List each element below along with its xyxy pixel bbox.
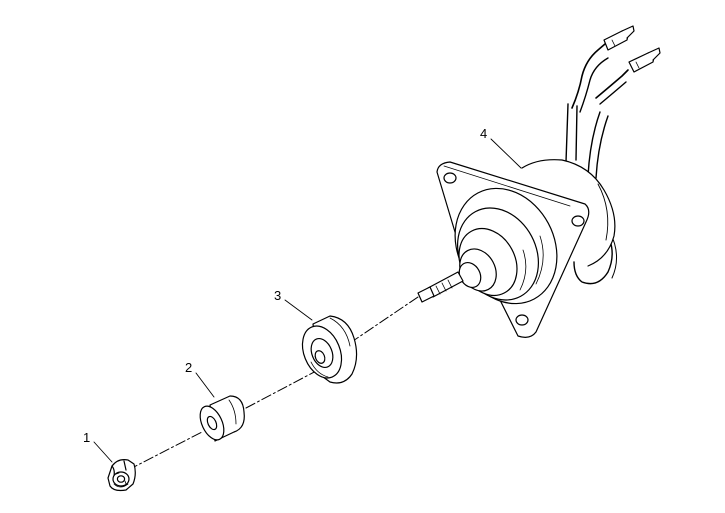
callout-label-1: 1 [83, 430, 91, 445]
callout-label-4: 4 [480, 126, 488, 141]
leader-line-1 [93, 441, 113, 463]
part-2-sleeve [199, 395, 245, 442]
part-3-bushing [301, 315, 358, 384]
part-1-nut [107, 459, 136, 492]
part-4-motor [417, 25, 661, 338]
callout-label-3: 3 [274, 288, 282, 303]
leader-line-3 [284, 299, 313, 321]
callout-label-2: 2 [185, 360, 193, 375]
leader-line-4 [490, 138, 522, 169]
assembly-axis-line [127, 296, 419, 471]
leader-line-2 [195, 372, 215, 398]
